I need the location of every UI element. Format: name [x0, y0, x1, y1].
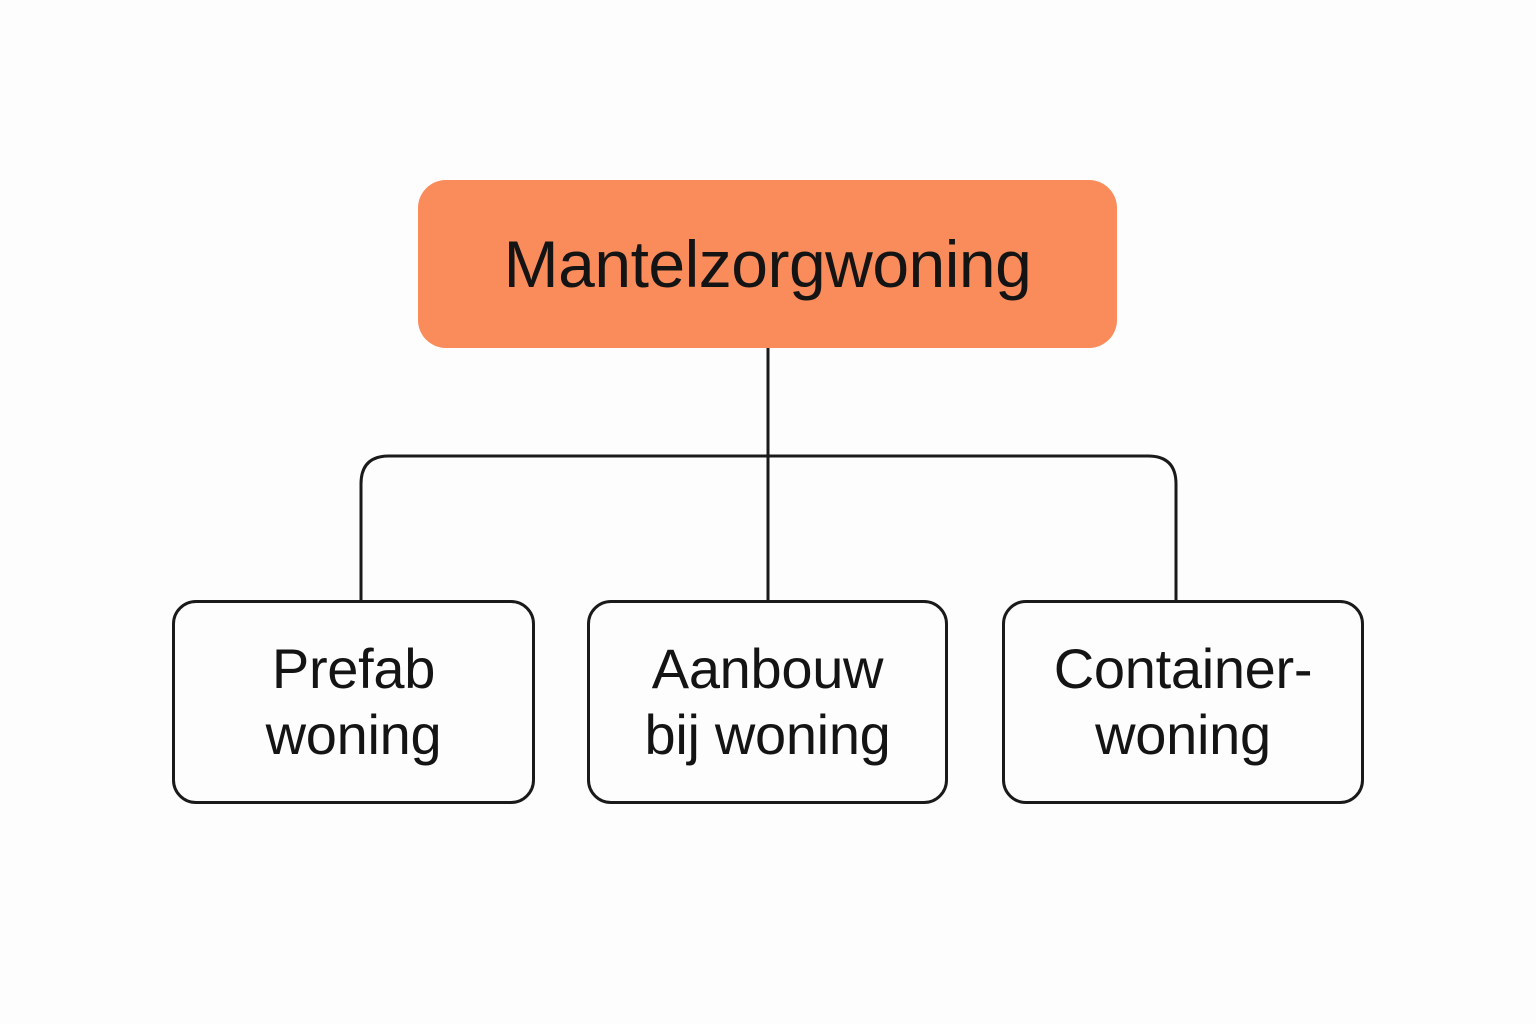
child-node-prefab-woning: Prefab woning	[172, 600, 535, 804]
child-label-line-1: Container-	[1053, 637, 1313, 700]
child-label: Aanbouw bij woning	[644, 636, 890, 768]
child-label-line-1: Aanbouw	[651, 637, 884, 700]
child-label-line-2: woning	[1095, 703, 1271, 766]
child-label-line-2: woning	[265, 703, 442, 766]
root-node: Mantelzorgwoning	[418, 180, 1117, 348]
child-node-aanbouw-bij-woning: Aanbouw bij woning	[587, 600, 948, 804]
child-label-line-2: bij woning	[644, 703, 891, 766]
root-label: Mantelzorgwoning	[503, 227, 1032, 301]
child-label-line-1: Prefab	[271, 637, 436, 700]
child-label: Container- woning	[1053, 636, 1313, 768]
child-node-container-woning: Container- woning	[1002, 600, 1364, 804]
child-label: Prefab woning	[266, 636, 442, 768]
branch-connector	[359, 454, 1178, 600]
